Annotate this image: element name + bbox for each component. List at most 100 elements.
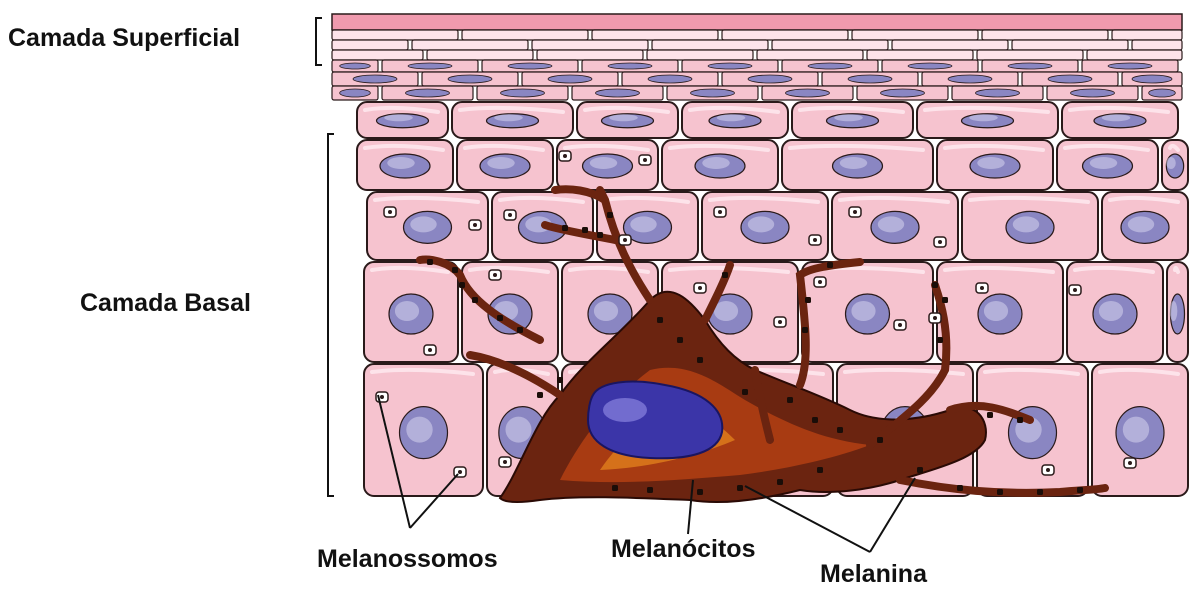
nucleus-highlight [851, 301, 875, 321]
label-melanina: Melanina [820, 562, 927, 587]
flat-cell-nucleus [501, 89, 545, 97]
flat-cell-nucleus [448, 75, 492, 83]
flat-cell-nucleus [1071, 89, 1115, 97]
flat-cell-nucleus [548, 75, 592, 83]
melanin-granule [582, 227, 588, 233]
melanosome-core [623, 238, 627, 242]
nucleus-highlight [487, 157, 515, 169]
flat-cell-nucleus [786, 89, 830, 97]
melanin-granule [557, 377, 563, 383]
flat-cell-nucleus [406, 89, 450, 97]
flat-cell [332, 50, 423, 60]
flat-cell [537, 50, 643, 60]
nucleus-highlight [395, 301, 419, 321]
flat-cell-nucleus [340, 89, 371, 97]
nucleus-highlight [977, 157, 1005, 169]
flat-cell-nucleus [1108, 63, 1152, 69]
melanosome-core [473, 223, 477, 227]
melanosome-core [698, 286, 702, 290]
flat-cell-nucleus [948, 75, 992, 83]
melanin-granule [837, 427, 843, 433]
melanosome-core [428, 348, 432, 352]
melanin-granule [452, 267, 458, 273]
flat-cell-nucleus [1048, 75, 1092, 83]
melanosome-core [718, 210, 722, 214]
nucleus-highlight [505, 417, 531, 443]
flat-cell-nucleus [691, 89, 735, 97]
flat-cell [1012, 40, 1128, 50]
nucleus-highlight [717, 114, 746, 121]
cell-highlight [1175, 268, 1178, 272]
melanosome-core [778, 320, 782, 324]
melanosome-core [980, 286, 984, 290]
melanosome-core [813, 238, 817, 242]
flat-cell [892, 40, 1008, 50]
flat-cell [1132, 40, 1182, 50]
melanin-granule [777, 479, 783, 485]
superficial-flat-cells [332, 30, 1182, 100]
melanin-granule [427, 259, 433, 265]
nucleus-highlight [840, 157, 868, 169]
nucleus-highlight [630, 216, 656, 232]
melanin-granule [562, 225, 568, 231]
melanin-granule [997, 489, 1003, 495]
melanin-granule [459, 282, 465, 288]
flat-cell [462, 30, 588, 40]
flat-cell-nucleus [848, 75, 892, 83]
nucleus-highlight [969, 114, 998, 121]
melanosome-core [1046, 468, 1050, 472]
melanin-granule [1037, 489, 1043, 495]
flat-cell-nucleus [353, 75, 397, 83]
melanin-granule [932, 282, 938, 288]
nucleus-highlight [494, 114, 523, 121]
flat-cell-nucleus [976, 89, 1020, 97]
melanin-granule [657, 317, 663, 323]
melanin-granule [987, 412, 993, 418]
nucleus-highlight [878, 216, 904, 232]
nucleus-highlight [609, 114, 638, 121]
label-camada-superficial: Camada Superficial [8, 26, 240, 51]
flat-cell-nucleus [1008, 63, 1052, 69]
nucleus-highlight [1090, 157, 1118, 169]
nucleus-highlight [594, 301, 618, 321]
flat-cell [427, 50, 533, 60]
flat-cell-nucleus [608, 63, 652, 69]
flat-cell-nucleus [340, 63, 371, 69]
melanin-granule [497, 315, 503, 321]
melanosome-core [898, 323, 902, 327]
melanosome-core [643, 158, 647, 162]
melanosome-core [818, 280, 822, 284]
nucleus-highlight [1123, 417, 1149, 443]
melanin-granule [697, 489, 703, 495]
flat-cell-nucleus [596, 89, 640, 97]
melanin-granule [612, 485, 618, 491]
melanin-granule [647, 487, 653, 493]
flat-cell-nucleus [1149, 89, 1176, 97]
flat-cell [852, 30, 978, 40]
melanin-granule [812, 417, 818, 423]
nucleus-highlight [384, 114, 413, 121]
melanin-granule [537, 392, 543, 398]
melanosome-core [388, 210, 392, 214]
melanocyte-nucleus-highlight [603, 398, 647, 422]
flat-cell-nucleus [708, 63, 752, 69]
flat-cell [757, 50, 863, 60]
melanin-granule [917, 467, 923, 473]
melanosome-core [458, 470, 462, 474]
nucleus-highlight [410, 216, 436, 232]
flat-cell-nucleus [881, 89, 925, 97]
melanin-granule [787, 397, 793, 403]
nucleus-highlight [1170, 301, 1178, 321]
nucleus-highlight [590, 157, 618, 169]
melanin-granule [1077, 487, 1083, 493]
melanin-granule [817, 467, 823, 473]
bracket-superficial [316, 18, 322, 65]
flat-cell [332, 30, 458, 40]
flat-cell [592, 30, 718, 40]
melanosome-core [933, 316, 937, 320]
melanin-granule [827, 262, 833, 268]
label-melanossomos: Melanossomos [317, 547, 498, 572]
melanin-granule [597, 232, 603, 238]
melanin-granule [517, 327, 523, 333]
flat-cell-nucleus [1132, 75, 1172, 83]
